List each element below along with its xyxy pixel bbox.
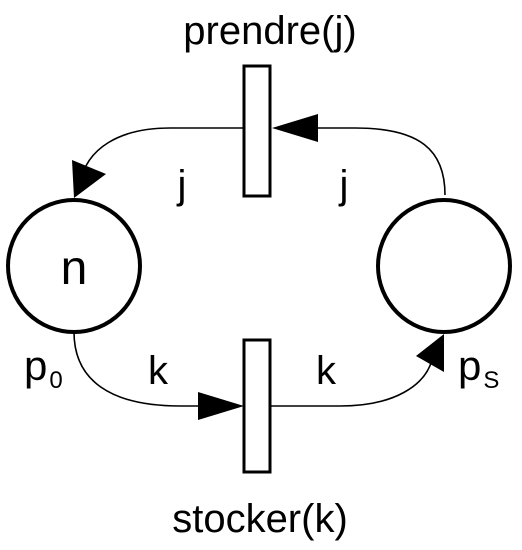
arc-weight-bottom-right: k	[316, 349, 337, 393]
transition-stocker	[242, 338, 272, 474]
place-p0-name-subscript: 0	[49, 367, 62, 394]
arc-p0-to-stocker	[73, 331, 206, 407]
transition-prendre-label: prendre(j)	[183, 9, 356, 53]
arc-ps-to-prendre	[282, 127, 446, 196]
place-p0-tokens: n	[61, 242, 88, 295]
place-ps	[376, 198, 512, 334]
arrowhead-into-p0	[72, 160, 106, 198]
arc-weight-top-right: j	[339, 163, 349, 207]
arc-stocker-to-ps	[270, 359, 433, 407]
arrowhead-into-prendre	[272, 114, 318, 142]
transition-prendre	[242, 64, 272, 198]
arc-weight-bottom-left: k	[148, 349, 169, 393]
arc-prendre-to-p0	[79, 127, 244, 185]
place-ps-name-base: p	[458, 342, 481, 389]
place-ps-name: pS	[458, 342, 499, 394]
transition-stocker-label: stocker(k)	[172, 497, 348, 541]
place-p0-name-base: p	[24, 342, 47, 389]
place-ps-name-subscript: S	[483, 367, 499, 394]
place-p0-name: p0	[24, 342, 63, 394]
arc-weight-top-left: j	[177, 163, 187, 207]
arrowhead-into-ps	[416, 334, 444, 372]
arrowhead-into-stocker	[198, 392, 244, 420]
